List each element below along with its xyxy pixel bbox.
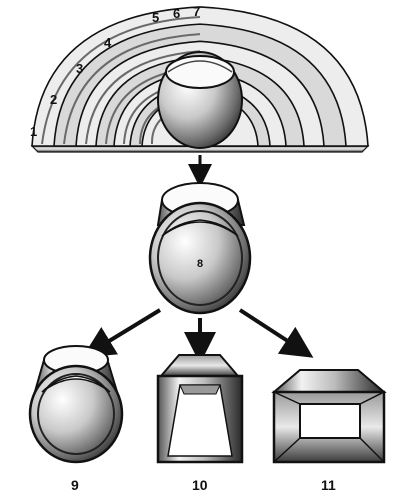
fan-label-3: 3 [76,61,83,76]
arrow-8-to-11 [240,310,300,349]
fan-label-7: 7 [193,4,200,19]
shape-8-cylinder: 8 [150,183,250,313]
shape-10-box [158,355,242,462]
fan-label-6: 6 [173,6,180,21]
arrow-8-to-9 [96,310,160,349]
fan-center-cylinder [158,52,242,148]
shape-label-10: 10 [192,477,208,493]
shape-label-8: 8 [197,258,203,270]
shape-9-cylinder [30,346,122,462]
shape-label-11: 11 [321,477,336,493]
fan-label-1: 1 [30,124,37,139]
fan-label-2: 2 [50,92,57,107]
shape-label-9: 9 [71,477,79,493]
fan-label-5: 5 [152,10,159,25]
shape-11-box [274,370,384,462]
fan-label-4: 4 [104,35,112,50]
fan-sequence: 1 2 3 4 5 6 7 [30,4,368,152]
